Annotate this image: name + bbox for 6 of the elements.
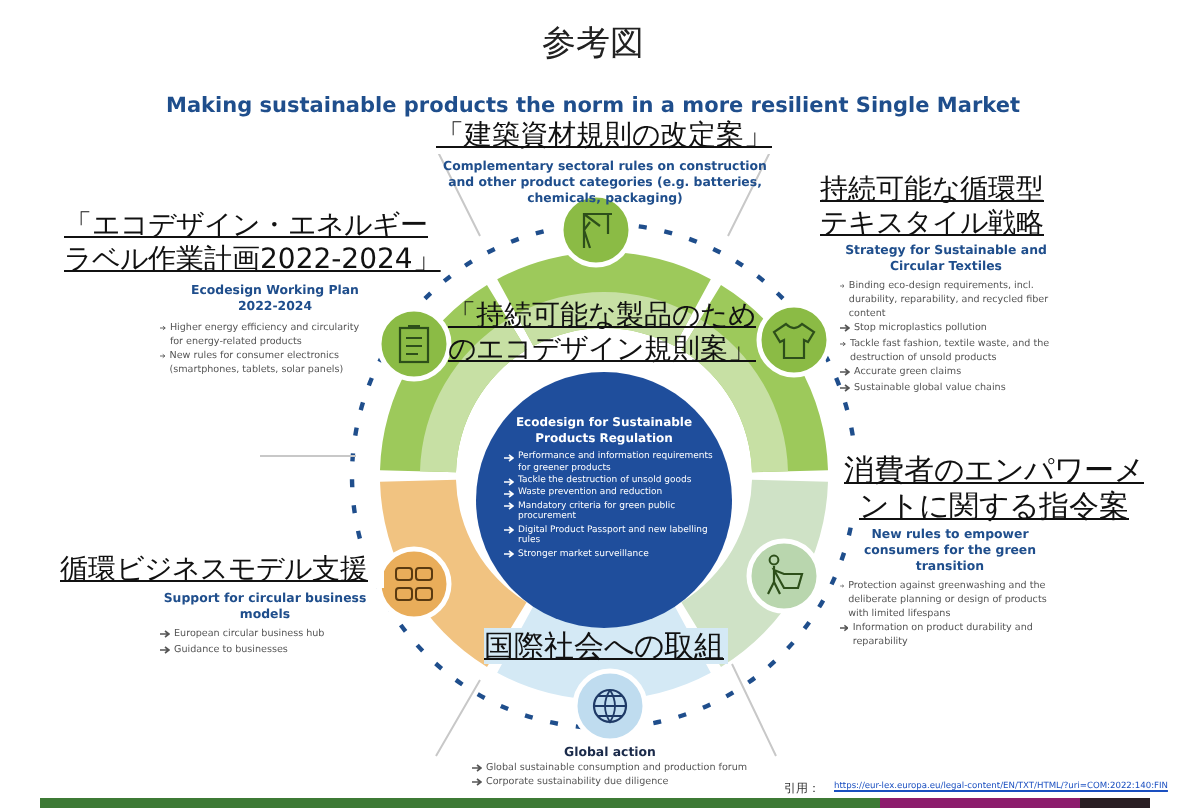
heading-text: 国際社会への取組 xyxy=(484,628,728,665)
page-title: 参考図 xyxy=(540,22,646,66)
heading-text: 消費者のエンパワーメントに関する指令案 xyxy=(842,452,1146,526)
subtitle: Making sustainable products the norm in a more resilient Single Market xyxy=(164,94,1022,118)
heading-text: 循環ビジネスモデル支援 xyxy=(60,554,384,589)
heading-text: 「持続可能な製品のためのエコデザイン規則案」 xyxy=(448,300,758,368)
